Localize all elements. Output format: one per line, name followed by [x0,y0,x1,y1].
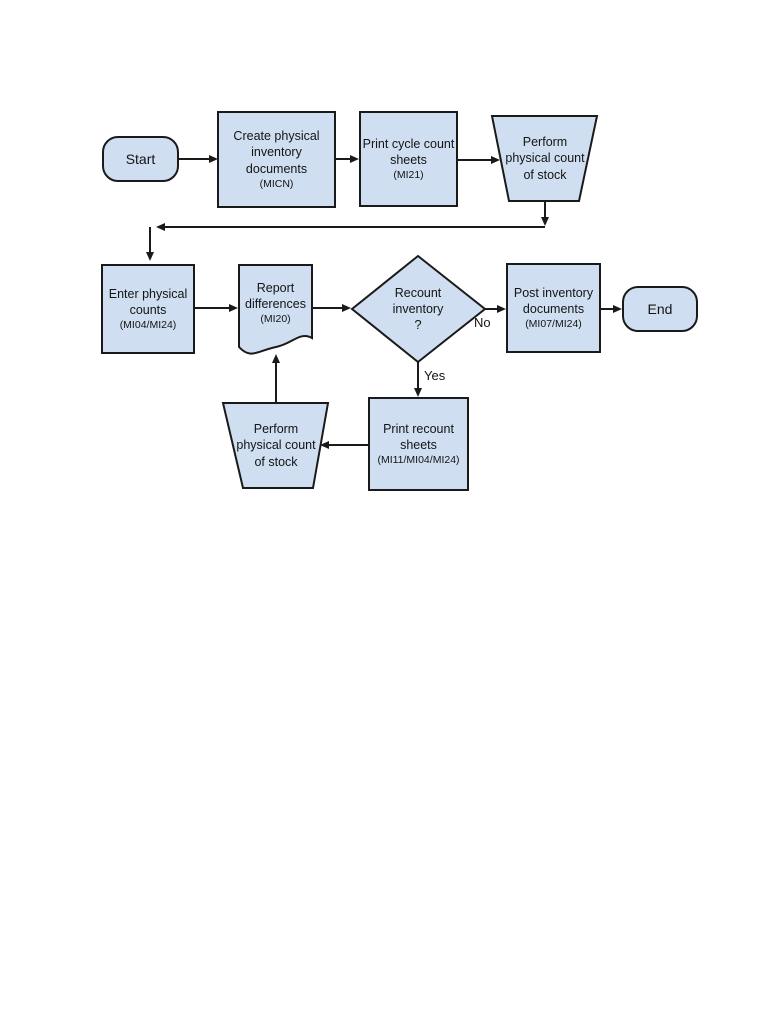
post-docs-shape [506,263,601,353]
end-terminator-shape [622,286,698,332]
start-terminator-shape [102,136,179,182]
enter-counts-shape [101,264,195,354]
print-recount-shape [368,397,469,491]
perform-count-bottom-shape [221,402,330,489]
create-docs-shape [217,111,336,208]
perform-count-top-shape [490,115,599,202]
recount-decision-diamond-shape [350,254,487,364]
report-differences-document-shape [238,264,313,355]
print-cycle-shape [359,111,458,207]
